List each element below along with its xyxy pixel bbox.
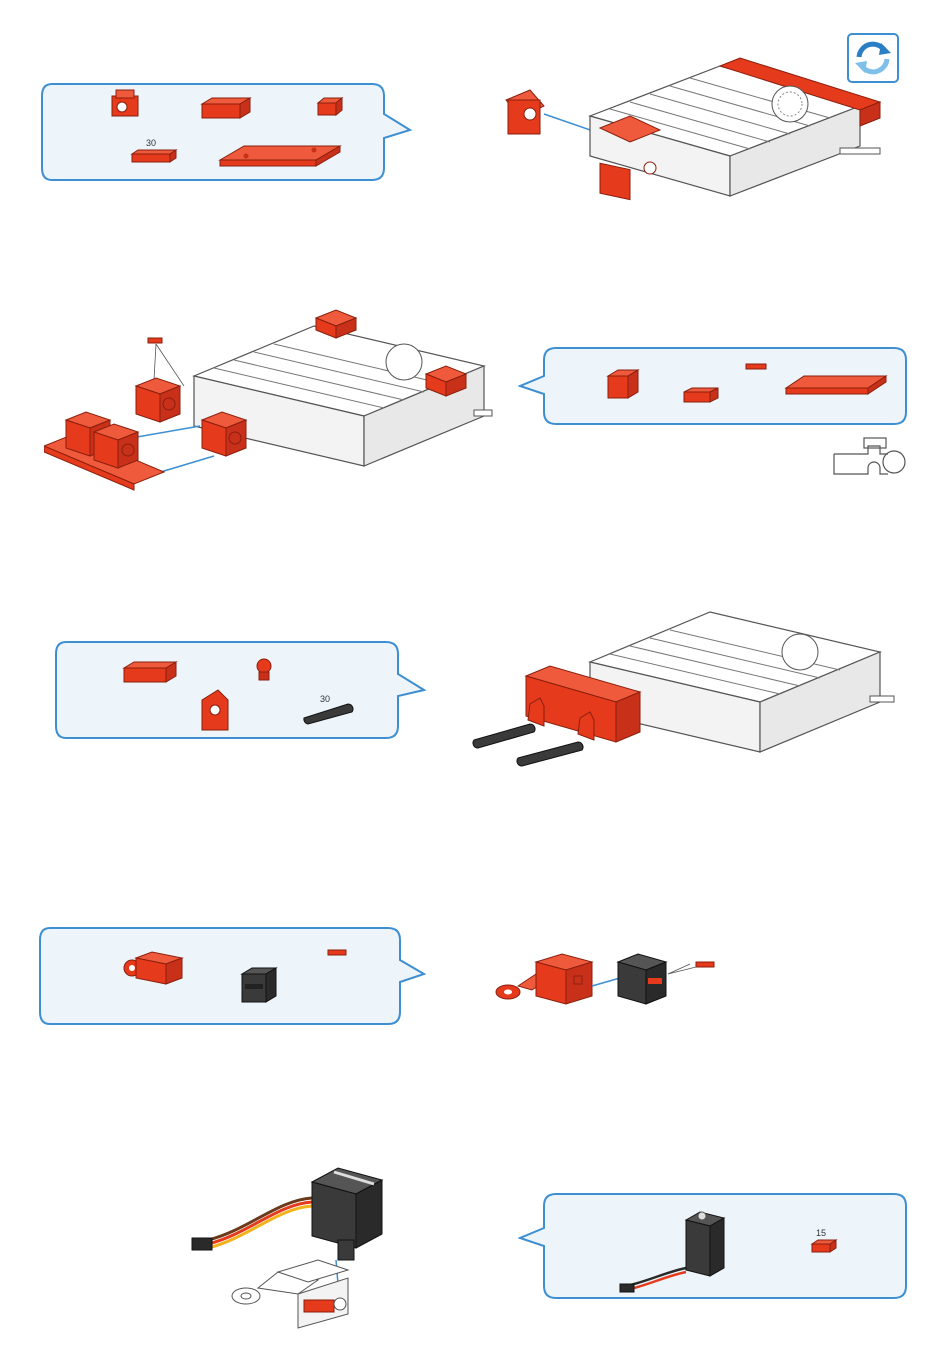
angle-block-part <box>112 90 138 116</box>
spring-cam-part <box>746 364 766 369</box>
spring-cam-part <box>148 338 162 343</box>
flat-plate-long-part <box>220 146 340 166</box>
parts-callout-step-2 <box>518 346 910 430</box>
plate-with-blocks-part <box>44 412 164 490</box>
spring-cam-part <box>328 950 346 955</box>
building-block-black-part <box>618 954 666 1004</box>
length-label-30: 30 <box>320 694 330 704</box>
building-block-30-part <box>136 378 180 422</box>
flat-block-part <box>124 662 176 682</box>
mini-block-part <box>318 98 342 115</box>
servo-motor-part <box>312 1168 382 1260</box>
hinge-assembly-part <box>232 1260 348 1328</box>
building-block-30-part <box>202 412 246 456</box>
assembly-illustration-step-4 <box>490 948 730 1012</box>
assembly-illustration-step-2 <box>44 306 494 502</box>
parts-callout-step-3: 30 <box>54 640 426 742</box>
lever-30-part <box>473 724 535 748</box>
building-block-30-part <box>608 370 638 398</box>
length-label-15: 15 <box>816 1228 826 1238</box>
lever-30-part <box>517 742 583 766</box>
assembly-illustration-step-1 <box>500 56 890 206</box>
bearing-stud-part <box>257 659 271 680</box>
parts-callout-step-1: 30 <box>40 82 412 184</box>
length-label-30: 30 <box>146 138 156 148</box>
building-block-black-part <box>242 968 276 1002</box>
assembly-illustration-step-5 <box>188 1164 388 1340</box>
parts-callout-step-5: 15 <box>518 1192 910 1304</box>
flat-block-part <box>202 98 250 118</box>
hinge-block-part <box>496 954 592 1004</box>
orientation-hint-icon <box>828 434 908 483</box>
angle-block-part <box>506 90 544 134</box>
plate-long-part <box>786 376 886 394</box>
flat-block-part <box>684 388 718 402</box>
parts-callout-step-4 <box>38 926 426 1028</box>
assembly-illustration-step-3 <box>470 602 900 778</box>
